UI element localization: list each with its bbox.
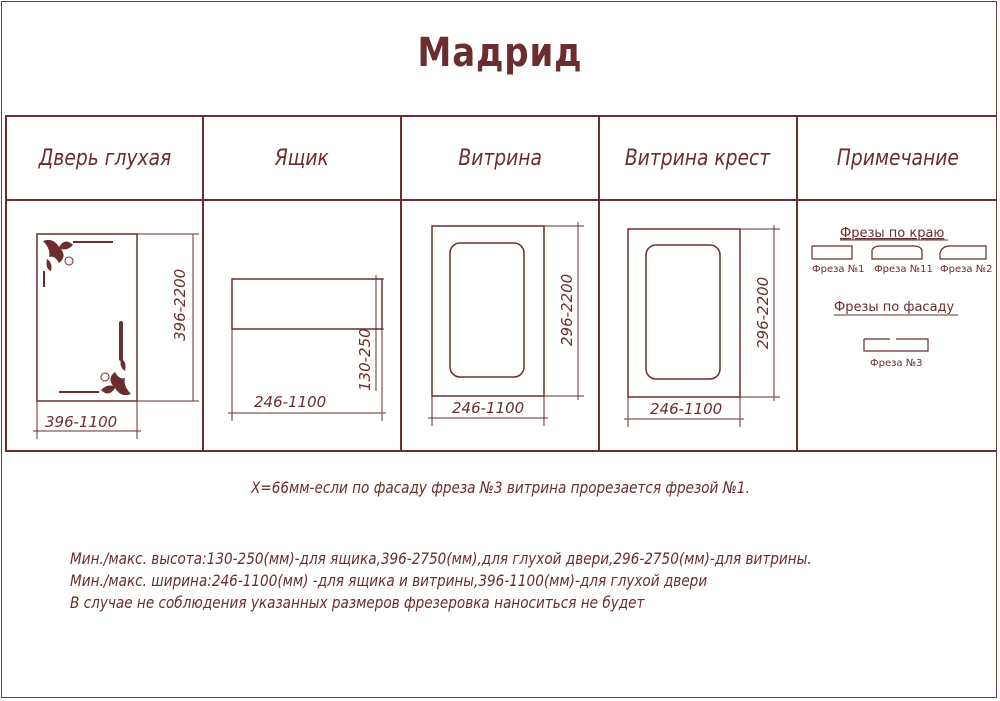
height-dimension: 296-2200 [558, 274, 576, 346]
width-dimension: 396-1100 [45, 413, 117, 431]
column-solid-door: Дверь глухая [7, 117, 204, 450]
showcase-cross-drawing: 296-2200 246-1100 [624, 225, 780, 427]
column-header: Дверь глухая [7, 117, 202, 201]
column-header: Ящик [204, 117, 400, 201]
drawer-drawing: 246-1100 130-250 [228, 275, 386, 421]
cutter-11-label: Фреза №11 [874, 264, 933, 275]
width-dimension: 246-1100 [452, 399, 524, 417]
cutter-2-profile [939, 245, 987, 260]
ornament-bottom-right [59, 321, 131, 396]
size-notes: Мин./макс. высота:130-250(мм)-для ящика,… [70, 548, 943, 614]
column-drawing: 396-2200 396-1100 [7, 201, 202, 452]
column-drawing: 246-1100 130-250 [204, 201, 400, 452]
cutter-1-profile [812, 245, 853, 260]
edge-cutters-title: Фрезы по краю [840, 226, 944, 241]
page-title: Мадрид [417, 30, 583, 76]
ornament-top-left [43, 239, 113, 287]
width-dimension: 246-1100 [254, 393, 326, 411]
height-dimension: 296-2200 [754, 277, 772, 349]
height-dimension: 396-2200 [171, 269, 189, 341]
solid-door-drawing: 396-2200 396-1100 [33, 233, 199, 439]
cutter-1-label: Фреза №1 [812, 264, 865, 275]
note-line: В случае не соблюдения указанных размеро… [70, 593, 645, 612]
column-header: Витрина [402, 117, 598, 201]
x-note: X=66мм-если по фасаду фреза №3 витрина п… [250, 478, 750, 497]
column-drawing: 296-2200 246-1100 [402, 201, 598, 452]
cutter-3-label: Фреза №3 [870, 358, 923, 369]
column-drawing: 296-2200 246-1100 [600, 201, 796, 452]
spec-table: Дверь глухая [5, 115, 997, 452]
column-drawing: Фрезы по краю Фреза №1 Фреза №11 Фреза №… [798, 201, 997, 452]
height-dimension: 130-250 [356, 328, 374, 391]
note-line: Мин./макс. высота:130-250(мм)-для ящика,… [70, 549, 812, 568]
column-header: Витрина крест [600, 117, 796, 201]
column-notes: Примечание Фрезы по краю Фреза №1 Фреза … [798, 117, 997, 450]
cutter-3-profile [863, 338, 929, 352]
column-drawer: Ящик 246-1100 130-250 [204, 117, 402, 450]
face-cutters-title: Фрезы по фасаду [834, 300, 955, 315]
width-dimension: 246-1100 [650, 400, 722, 418]
column-showcase-cross: Витрина крест 296-2200 246-1100 [600, 117, 798, 450]
cutter-11-profile [871, 245, 923, 260]
showcase-drawing: 296-2200 246-1100 [428, 222, 584, 426]
column-header: Примечание [798, 117, 997, 201]
column-showcase: Витрина 296-2200 246-1100 [402, 117, 600, 450]
cutter-2-label: Фреза №2 [940, 264, 993, 275]
note-line: Мин./макс. ширина:246-1100(мм) -для ящик… [70, 571, 708, 590]
cutters-drawing: Фрезы по краю Фреза №1 Фреза №11 Фреза №… [811, 226, 993, 369]
